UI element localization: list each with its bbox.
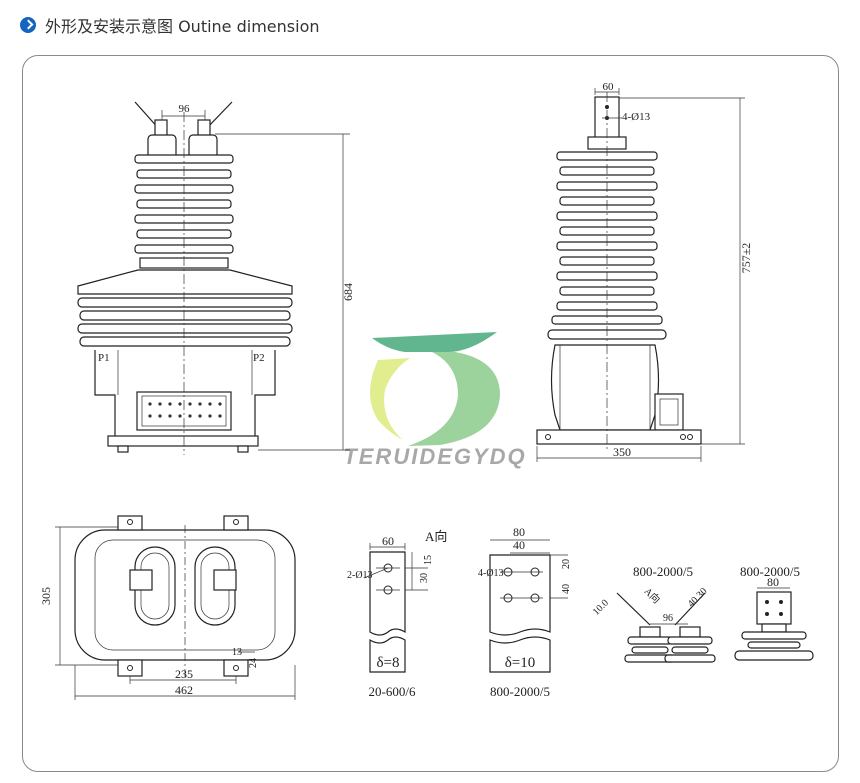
terminal-b-detail: 80 40 4-Ø13 20 40 δ=10 800-2000/5 xyxy=(478,525,572,699)
d-width-label: 80 xyxy=(767,575,779,589)
c-spacing-label: 96 xyxy=(663,613,673,624)
b-width-outer: 80 xyxy=(513,525,525,539)
d-rating-label: 800-2000/5 xyxy=(740,564,800,579)
arrow-circle-icon xyxy=(20,17,36,33)
bottom-spacing-label: 235 xyxy=(175,667,193,681)
watermark-logo xyxy=(370,332,500,446)
terminal-a-detail: A向 60 2-Ø13 30 15 δ=8 20-600/6 xyxy=(347,529,447,699)
bottom-height-label: 305 xyxy=(39,587,53,605)
a-hole-spec: 2-Ø13 xyxy=(347,570,373,581)
bottom-view: 305 235 462 13 24 xyxy=(39,515,296,700)
terminal-d-detail: 800-2000/5 80 xyxy=(734,564,814,661)
b-thickness-label: δ=10 xyxy=(505,655,536,671)
a-view-label: A向 xyxy=(425,529,447,544)
b-dim-20: 20 xyxy=(561,559,572,569)
terminal-spacing-label: 96 xyxy=(179,103,191,115)
c-view-label: A向 xyxy=(642,585,663,606)
b-rating-label: 800-2000/5 xyxy=(490,684,550,699)
a-dim-30: 30 xyxy=(419,573,430,583)
side-height-label: 757±2 xyxy=(739,243,753,274)
dim-13-label: 13 xyxy=(232,647,242,658)
c-dim-10: 10.0 xyxy=(591,598,611,618)
dim-24-label: 24 xyxy=(248,658,259,668)
c-dim-40-30: 40 30 xyxy=(686,586,710,610)
watermark-brand: TERUIDEGYDQ xyxy=(343,444,526,469)
base-width-label: 350 xyxy=(613,445,631,459)
a-thickness-label: δ=8 xyxy=(376,655,399,671)
front-view: P1 P2 96 684 xyxy=(77,101,355,455)
hole-spec-label: 4-Ø13 xyxy=(622,111,651,123)
b-dim-40: 40 xyxy=(561,584,572,594)
front-height-label: 684 xyxy=(341,283,355,301)
terminal-p1-label: P1 xyxy=(98,352,110,364)
a-rating-label: 20-600/6 xyxy=(369,684,416,699)
terminal-p2-label: P2 xyxy=(253,352,265,364)
bottom-width-label: 462 xyxy=(175,683,193,697)
terminal-c-detail: 800-2000/5 10.0 A向 40 30 96 xyxy=(591,564,716,663)
page-title: 外形及安装示意图 Outine dimension xyxy=(45,17,320,36)
a-width-label: 60 xyxy=(382,534,394,548)
b-hole-label: 4-Ø13 xyxy=(478,568,504,579)
header: 外形及安装示意图 Outine dimension xyxy=(20,12,320,38)
b-width-inner: 40 xyxy=(513,538,525,552)
side-view: 4-Ø13 60 xyxy=(536,81,753,462)
a-dim-15: 15 xyxy=(423,555,434,565)
drawing-frame xyxy=(22,55,839,772)
top-width-label: 60 xyxy=(603,81,615,93)
c-rating-label: 800-2000/5 xyxy=(633,564,693,579)
